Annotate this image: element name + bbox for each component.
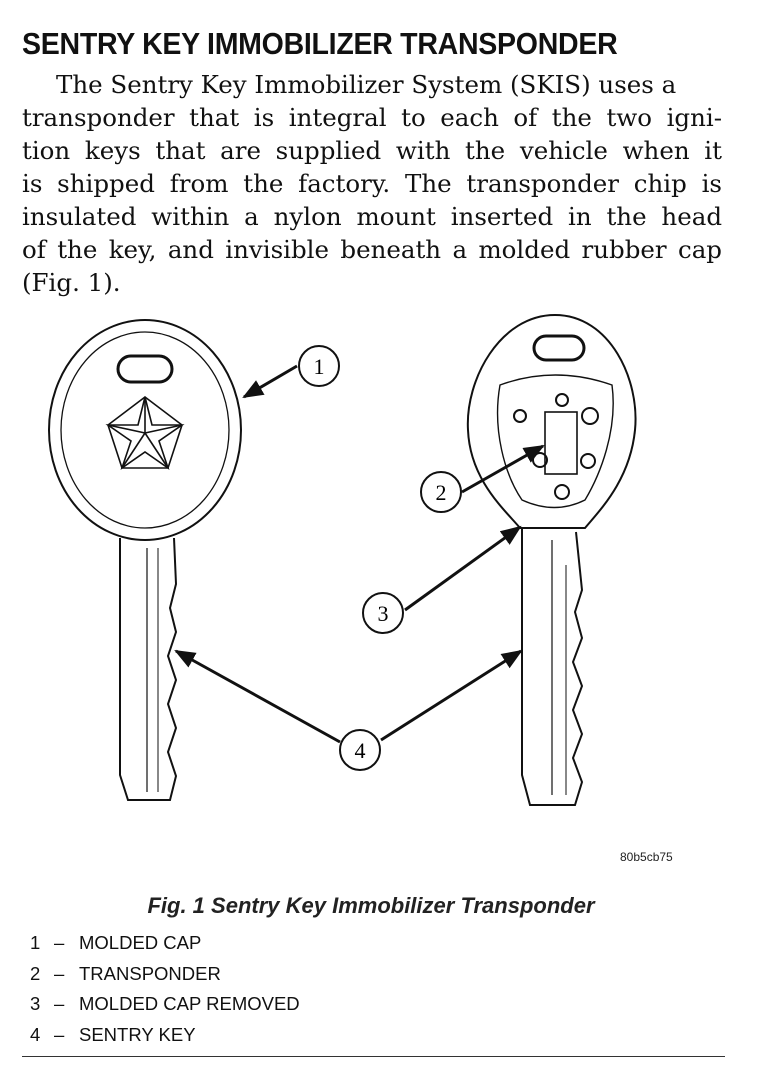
legend-item: 1–MOLDED CAP	[30, 928, 300, 959]
callout-label: 2	[436, 480, 447, 505]
legend-item: 3–MOLDED CAP REMOVED	[30, 989, 300, 1020]
paragraph-line: is shipped from the factory. The transpo…	[22, 169, 722, 198]
legend-number: 4	[30, 1023, 41, 1045]
callout-label: 3	[378, 601, 389, 626]
paragraph-line: of the key, and invisible beneath a mold…	[22, 235, 722, 264]
legend-number: 1	[30, 932, 41, 953]
legend-label: MOLDED CAP	[79, 932, 202, 953]
legend-dash: –	[54, 962, 65, 984]
leader-arrows	[174, 364, 545, 744]
legend-dash: –	[54, 932, 65, 953]
body-paragraph: The Sentry Key Immobilizer System (SKIS)…	[22, 68, 722, 299]
bottom-divider	[22, 1056, 725, 1057]
key-with-cap	[48, 319, 242, 801]
legend-dash: –	[54, 1023, 65, 1045]
legend-item: 2–TRANSPONDER	[30, 959, 300, 990]
legend-number: 3	[30, 993, 41, 1014]
legend-label: MOLDED CAP REMOVED	[79, 993, 300, 1014]
paragraph-line: insulated within a nylon mount inserted …	[22, 202, 722, 231]
key-blade	[521, 528, 584, 806]
legend-label: TRANSPONDER	[79, 962, 221, 984]
legend-item: 4–SENTRY KEY	[30, 1020, 300, 1051]
paragraph-line: (Fig. 1).	[22, 268, 121, 297]
figure-legend: 1–MOLDED CAP 2–TRANSPONDER 3–MOLDED CAP …	[30, 928, 300, 1050]
legend-label: SENTRY KEY	[79, 1023, 196, 1045]
legend-number: 2	[30, 962, 41, 984]
callout-3: 3	[362, 592, 404, 634]
callout-2: 2	[420, 471, 462, 513]
key-blade	[119, 537, 178, 801]
figure-id: 80b5cb75	[620, 850, 673, 864]
figure-caption: Fig. 1 Sentry Key Immobilizer Transponde…	[147, 893, 595, 918]
paragraph-line: The Sentry Key Immobilizer System (SKIS)…	[56, 70, 677, 99]
key-without-cap	[466, 313, 637, 806]
paragraph-line: transponder that is integral to each of …	[22, 103, 722, 132]
callout-label: 4	[355, 738, 366, 763]
pentastar-logo	[105, 395, 185, 471]
paragraph-line: tion keys that are supplied with the veh…	[22, 136, 722, 165]
callout-4: 4	[339, 729, 381, 771]
callout-1: 1	[298, 345, 340, 387]
section-heading: SENTRY KEY IMMOBILIZER TRANSPONDER	[22, 26, 618, 61]
legend-dash: –	[54, 993, 65, 1014]
callout-label: 1	[314, 354, 325, 379]
key-illustration: 1 2 3 4	[48, 313, 637, 806]
